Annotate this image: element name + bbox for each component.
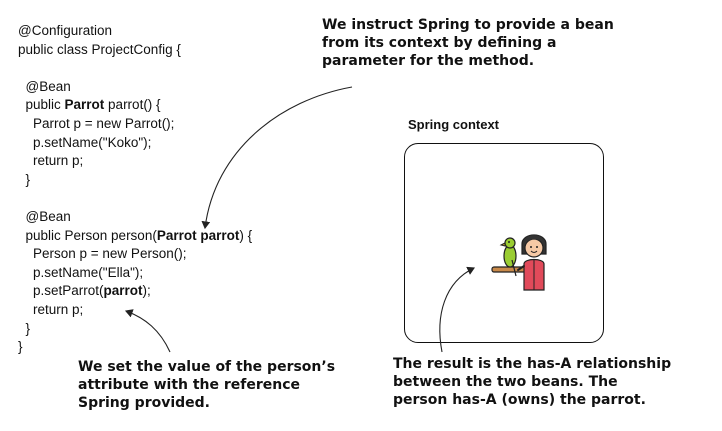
code-line: } xyxy=(18,338,252,357)
code-token: @Bean xyxy=(18,78,71,94)
code-token: ); xyxy=(142,283,151,299)
code-token: } xyxy=(18,339,23,355)
code-line: p.setName("Ella"); xyxy=(18,264,252,283)
code-token: Parrot p = new Parrot(); xyxy=(18,115,175,131)
code-line: p.setName("Koko"); xyxy=(18,134,252,153)
code-token: p.setParrot( xyxy=(18,283,104,299)
code-token: p.setName("Ella"); xyxy=(18,264,144,280)
code-token: Person p = new Person(); xyxy=(18,246,187,262)
code-token: p.setName("Koko"); xyxy=(18,134,152,150)
code-bold-token: Parrot xyxy=(64,97,105,113)
code-bold-token: Parrot parrot xyxy=(156,227,240,243)
arrow-to-setparrot xyxy=(124,309,171,353)
code-line: public class ProjectConfig { xyxy=(18,41,252,60)
spring-context-box xyxy=(404,143,604,343)
code-line: @Configuration xyxy=(18,22,252,41)
code-line: public Parrot parrot() { xyxy=(18,96,252,115)
annotation-set-parrot: We set the value of the person’s attribu… xyxy=(78,359,336,411)
code-token: } xyxy=(18,171,31,187)
code-token: public Person person( xyxy=(18,227,157,243)
code-line: } xyxy=(18,171,252,190)
code-bold-token: parrot xyxy=(103,283,143,299)
code-token: public class ProjectConfig { xyxy=(18,41,181,57)
code-token: parrot() { xyxy=(104,97,161,113)
code-line: p.setParrot(parrot); xyxy=(18,282,252,301)
annotation-parameter-injection: We instruct Spring to provide a bean fro… xyxy=(322,17,614,69)
code-line: return p; xyxy=(18,152,252,171)
code-line: @Bean xyxy=(18,78,252,97)
code-line: } xyxy=(18,320,252,339)
code-line: Parrot p = new Parrot(); xyxy=(18,115,252,134)
code-token: ) { xyxy=(239,227,253,243)
code-listing: @Configuration public class ProjectConfig… xyxy=(18,22,252,357)
code-token: @Configuration xyxy=(18,23,113,38)
code-line: Person p = new Person(); xyxy=(18,245,252,264)
code-token: public xyxy=(18,97,65,113)
annotation-has-a-relationship: The result is the has-A relationship bet… xyxy=(393,356,672,408)
code-token: return p; xyxy=(18,153,84,169)
code-line: @Bean xyxy=(18,208,252,227)
person-with-parrot-icon xyxy=(491,234,547,291)
code-token: @Bean xyxy=(18,208,71,224)
code-line: public Person person(Parrot parrot) { xyxy=(18,227,253,246)
code-token: } xyxy=(18,320,31,336)
arrow-to-figure xyxy=(439,266,475,353)
code-token: return p; xyxy=(18,301,84,317)
code-line: return p; xyxy=(18,301,252,320)
spring-context-label: Spring context xyxy=(408,117,500,132)
arrow-to-parameter xyxy=(201,86,353,230)
